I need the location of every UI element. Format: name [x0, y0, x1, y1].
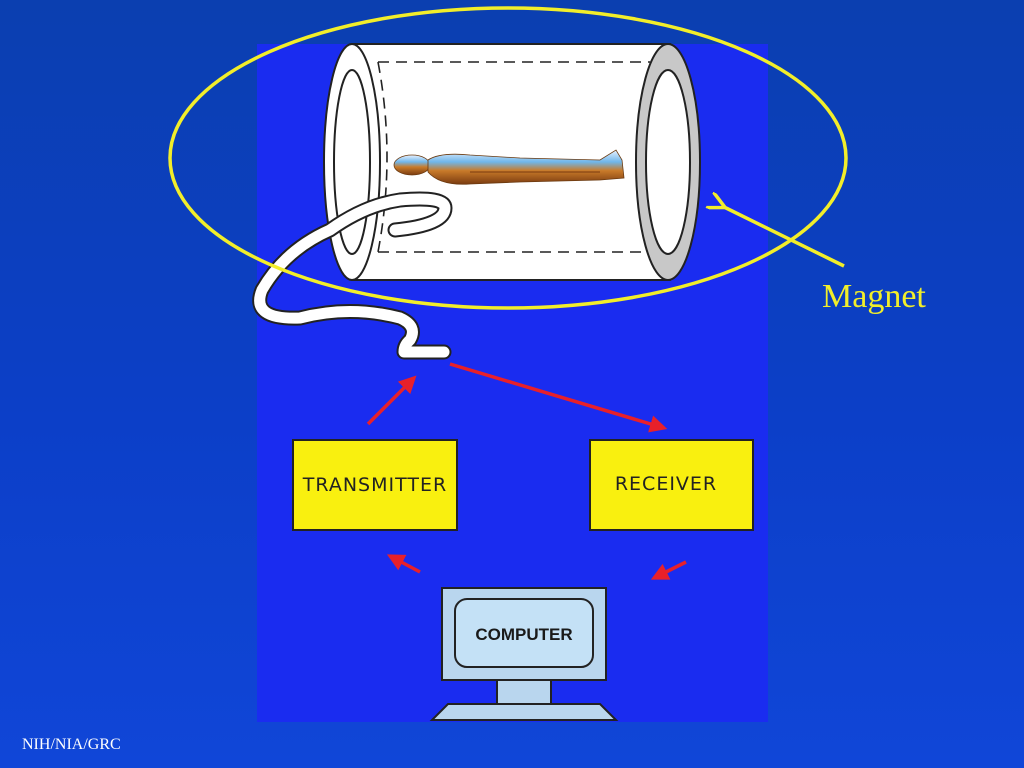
rf-coil-cable-icon	[252, 191, 453, 360]
transmitter-box: TRANSMITTER	[292, 439, 458, 531]
magnet-label: Magnet	[822, 278, 926, 315]
computer-monitor-icon: COMPUTER	[429, 587, 619, 721]
computer-to-transmitter-arrow	[386, 554, 421, 574]
patient-figure-icon	[393, 149, 625, 185]
magnet-highlight-ellipse	[168, 6, 848, 310]
transmitter-label: TRANSMITTER	[302, 474, 447, 496]
receiver-label: RECEIVER	[615, 473, 717, 495]
transmitter-to-coil-arrow	[366, 375, 417, 426]
receiver-to-computer-arrow	[650, 560, 687, 580]
computer-label: COMPUTER	[475, 625, 572, 644]
receiver-box: RECEIVER	[589, 439, 754, 531]
footer-credit: NIH/NIA/GRC	[22, 736, 121, 753]
coil-to-receiver-arrow	[449, 362, 668, 433]
magnet-pointer-arrow	[722, 206, 845, 268]
